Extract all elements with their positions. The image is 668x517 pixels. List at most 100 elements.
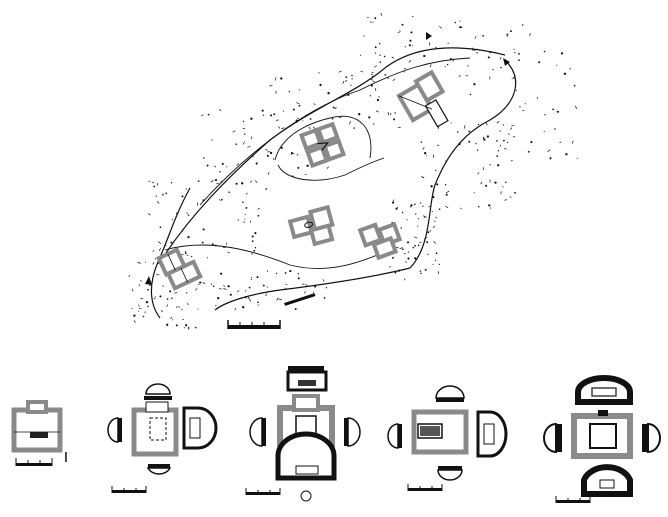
vegetation-mark [244,218,246,220]
vegetation-mark [245,206,248,209]
vegetation-mark [500,57,502,60]
vegetation-mark [435,252,438,255]
vegetation-mark [547,149,551,152]
plan-type-5 [543,375,661,503]
plan-5-west-dome [543,422,557,454]
vegetation-mark [326,166,329,169]
vegetation-mark [265,293,267,297]
plan-1-scale-bar [15,452,67,466]
vegetation-mark [569,67,572,70]
vegetation-mark [283,110,285,112]
vegetation-mark [181,308,183,310]
vegetation-mark [242,201,244,204]
vegetation-mark [438,263,440,266]
vegetation-mark [294,308,297,311]
vegetation-mark [187,254,189,257]
vegetation-mark [420,141,423,143]
vegetation-mark [387,111,390,116]
vegetation-mark [480,181,483,185]
vegetation-mark [296,153,299,156]
vegetation-mark [378,96,380,98]
vegetation-mark [257,301,259,304]
vegetation-mark [232,130,236,133]
vegetation-mark [223,287,227,290]
plan-3-west-dome [249,417,263,447]
vegetation-mark [406,241,410,244]
vegetation-mark [438,208,441,211]
vegetation-mark [138,304,140,307]
vegetation-mark [427,231,430,234]
vegetation-mark [378,42,381,45]
vegetation-mark [156,201,160,204]
vegetation-mark [368,116,371,119]
vegetation-mark [450,122,452,124]
vegetation-mark [351,74,353,77]
vegetation-mark [284,272,287,274]
vegetation-mark [530,141,533,144]
vegetation-mark [391,201,395,204]
vegetation-mark [468,130,471,133]
vegetation-mark [253,249,256,252]
vegetation-mark [503,147,507,150]
plan-3-scale-bar [245,488,281,495]
vegetation-mark [275,272,278,275]
vegetation-mark [218,199,221,201]
vegetation-mark [543,50,546,53]
vegetation-mark [475,142,477,145]
vegetation-mark [459,25,462,29]
vegetation-mark [486,135,490,138]
vegetation-mark [219,108,222,112]
vegetation-mark [154,296,156,298]
vegetation-mark [374,46,377,49]
vegetation-mark [444,184,447,186]
vegetation-mark [298,104,301,107]
plan-type-2 [107,383,218,493]
vegetation-mark [147,213,151,216]
vegetation-mark [153,298,156,300]
vegetation-mark [392,199,395,201]
vegetation-mark [432,263,434,266]
vegetation-mark [424,152,427,155]
vegetation-mark [203,157,205,159]
vegetation-mark [338,116,342,119]
vegetation-mark [202,228,205,231]
vegetation-mark [527,150,530,153]
vegetation-mark [243,221,245,223]
vegetation-mark [288,90,290,93]
vegetation-mark [248,298,252,302]
vegetation-mark [473,83,476,86]
vegetation-mark [399,247,403,250]
vegetation-mark [228,191,230,193]
vegetation-mark [171,218,174,221]
vegetation-mark [241,182,244,185]
vegetation-mark [166,298,169,300]
vegetation-mark [436,183,439,186]
vegetation-mark [431,211,433,213]
vegetation-mark [485,122,488,126]
vegetation-mark [251,235,254,238]
vegetation-mark [518,59,520,62]
vegetation-mark [496,155,499,157]
vegetation-mark [248,286,251,289]
plan-3-east-dome [347,417,361,447]
plan-type-3 [245,366,361,502]
vegetation-mark [243,133,246,135]
vegetation-mark [160,310,163,313]
vegetation-mark [162,285,164,287]
vegetation-mark [128,274,131,277]
vegetation-mark [249,180,253,183]
vegetation-mark [511,78,513,80]
vegetation-mark [256,276,259,279]
north-east-building [396,69,449,128]
vegetation-mark [251,240,254,242]
vegetation-mark [414,244,416,247]
vegetation-mark [199,281,202,284]
vegetation-mark [322,279,325,282]
vegetation-mark [349,121,351,125]
vegetation-mark [249,220,252,223]
vegetation-mark [374,17,377,20]
vegetation-mark [210,179,214,183]
vegetation-mark [290,153,295,155]
vegetation-mark [178,306,181,308]
